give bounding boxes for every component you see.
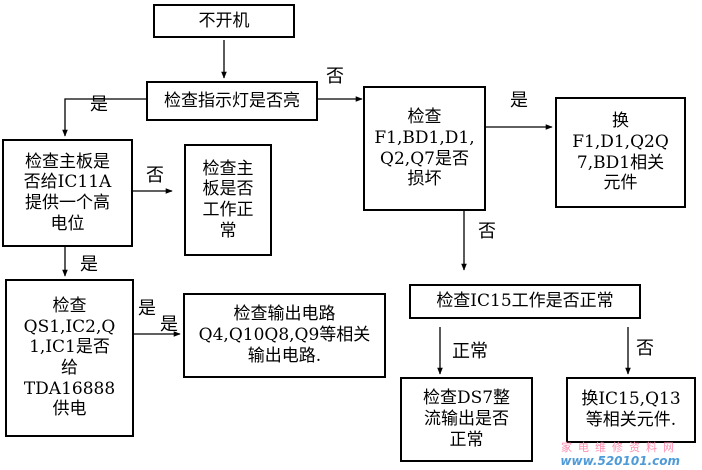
node-start: 不开机 [153,4,295,38]
label-yes-right: 是 [510,90,528,111]
node-line: 损坏 [407,169,442,190]
node-line: 检查 [52,295,87,316]
node-line: 输出电路. [247,345,322,366]
node-line: 检查主板是 [24,151,110,172]
label-no-parts: 否 [478,221,496,242]
node-line: Q4,Q10Q8,Q9等相关 [198,325,371,346]
label-yes-down: 是 [80,254,98,275]
node-line: TDA16888 [23,378,116,399]
node-line: 检查DS7整 [422,388,511,409]
watermark-url: www.520101.com [560,454,680,468]
node-line: 检查 [407,107,442,128]
node-text: 检查指示灯是否亮 [164,91,300,112]
watermark: 家电维修资料网 www.520101.com [560,442,680,467]
node-check-ds7: 检查DS7整流输出是否正常 [400,377,533,462]
label-no-board: 否 [146,165,164,186]
node-line: 给 [61,358,78,378]
node-line: 检查指示灯是否亮 [164,90,300,111]
node-text: 检查DS7整流输出是否正常 [423,388,510,450]
node-line: 正常 [449,429,484,450]
node-line: 7,BD1相关 [576,152,665,173]
node-line: 检查主 [202,158,254,179]
node-line: 电位 [50,213,85,234]
label-normal: 正常 [452,341,488,362]
node-line: 提供一个高 [24,193,110,213]
node-line: 等相关元件. [585,410,677,430]
label-yes-output-2: 是 [160,314,178,335]
node-line: 换IC15,Q13 [581,389,681,410]
node-line: 流输出是否 [424,409,509,430]
label-no-indicator: 否 [326,66,344,87]
node-line: F1,D1,Q2Q [572,131,669,152]
node-text: 检查主板是否工作正常 [203,159,254,242]
node-line: 板是否 [202,179,254,200]
node-line: 工作正 [202,200,254,220]
label-no-ic15: 否 [636,338,654,359]
node-line: 元件 [603,173,638,194]
label-yes-output-1: 是 [138,298,156,319]
node-line: F1,BD1,D1, [374,127,475,148]
node-line: QS1,IC2,Q [23,316,116,337]
node-check-board: 检查主板是否工作正常 [184,144,272,256]
node-line: 1,IC1是否 [29,337,110,358]
node-line: 检查IC15工作是否正常 [436,291,614,312]
watermark-cn: 家电维修资料网 [561,441,680,454]
node-check-indicator: 检查指示灯是否亮 [146,81,318,121]
node-line: 供电 [52,399,87,420]
node-text: 不开机 [199,11,250,32]
label-yes-left: 是 [90,94,108,115]
node-line: Q2,Q7是否 [380,148,469,169]
node-line: 否给IC11A [23,172,112,193]
node-line: 换 [612,111,629,132]
node-line: 检查输出电路 [233,304,336,325]
node-line: 不开机 [198,10,250,31]
node-check-ic15: 检查IC15工作是否正常 [409,284,641,319]
node-line: 常 [219,220,237,241]
arrow-indicator-to-board-signal [62,98,146,137]
node-text: 检查IC15工作是否正常 [436,291,613,312]
